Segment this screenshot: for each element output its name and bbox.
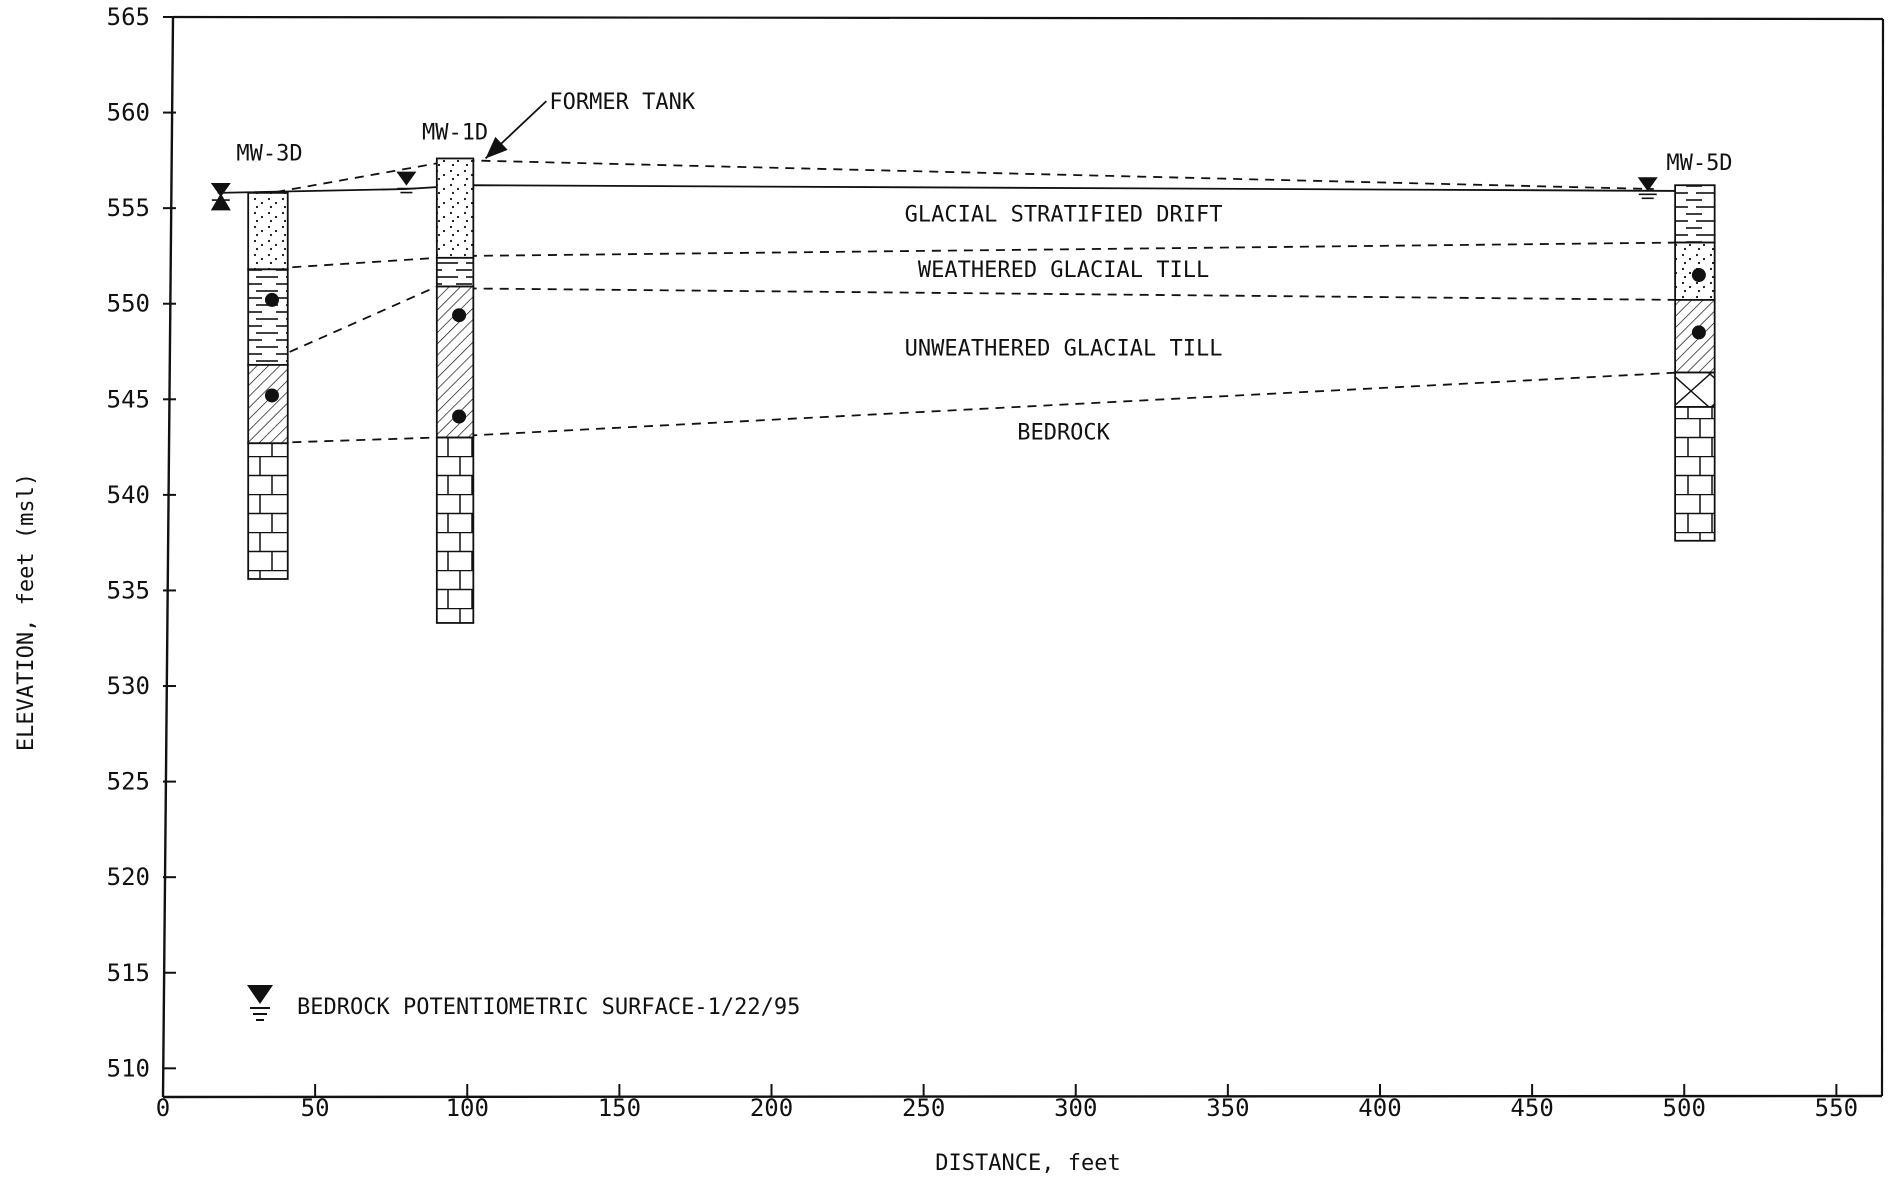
well-segment-dash: [247, 268, 289, 366]
well-segment-dash: [435, 256, 475, 288]
well-mw-3d: MW-3D: [210, 141, 303, 580]
x-tick-label-550: 550: [1815, 1094, 1858, 1122]
unit-label-3: BEDROCK: [1017, 420, 1110, 445]
y-tick-label-560: 560: [107, 99, 150, 127]
y-tick-label-550: 550: [107, 290, 150, 318]
well-mw-1d: MW-1D: [396, 120, 488, 624]
y-tick-label-565: 565: [107, 3, 150, 31]
well-segment-brick: [435, 436, 475, 624]
y-tick-label-555: 555: [107, 194, 150, 222]
sample-point: [1691, 325, 1706, 340]
head-marker-icon: [210, 193, 231, 211]
x-tick-label-500: 500: [1663, 1094, 1706, 1122]
x-axis-ticks: 0 50 100 150 200 250 300 350 400 450 500 550: [156, 1084, 1858, 1122]
x-tick-label-250: 250: [902, 1094, 945, 1122]
y-tick-label-530: 530: [107, 672, 150, 700]
former-tank-annotation: FORMER TANK: [484, 90, 696, 160]
unit-label-1: WEATHERED GLACIAL TILL: [918, 258, 1209, 283]
x-tick-label-300: 300: [1054, 1094, 1097, 1122]
y-tick-label-525: 525: [107, 768, 150, 796]
sample-point: [264, 388, 279, 403]
legend-water-level-icon: [247, 985, 273, 1021]
x-tick-label-450: 450: [1510, 1094, 1553, 1122]
x-tick-label-200: 200: [750, 1094, 793, 1122]
well-segment-brick: [1674, 406, 1716, 542]
legend-label: BEDROCK POTENTIOMETRIC SURFACE-1/22/95: [297, 995, 800, 1020]
y-tick-label-510: 510: [107, 1054, 150, 1082]
monitoring-wells: MW-3D MW-1D MW-5D: [210, 120, 1733, 624]
well-label: MW-3D: [236, 141, 302, 166]
well-mw-5d: MW-5D: [1637, 151, 1733, 542]
well-segment-sand: [247, 191, 289, 271]
y-tick-label-545: 545: [107, 385, 150, 413]
annotation-label: FORMER TANK: [549, 90, 695, 115]
x-tick-label-350: 350: [1206, 1094, 1249, 1122]
x-tick-label-50: 50: [301, 1094, 330, 1122]
sample-point: [452, 409, 467, 424]
sample-point: [1691, 268, 1706, 283]
y-axis-title: ELEVATION, feet (msl): [14, 473, 39, 751]
sample-point: [264, 292, 279, 307]
frame-right: [1880, 18, 1885, 1097]
y-axis-line: [161, 16, 175, 1098]
unit-labels: GLACIAL STRATIFIED DRIFT WEATHERED GLACIA…: [905, 203, 1223, 446]
y-tick-label-515: 515: [107, 959, 150, 987]
legend: BEDROCK POTENTIOMETRIC SURFACE-1/22/95: [247, 985, 800, 1021]
x-axis-line: [162, 1094, 1883, 1099]
well-segment-sand: [435, 157, 475, 259]
sample-point: [452, 308, 467, 323]
y-tick-label-535: 535: [107, 576, 150, 604]
x-tick-label-0: 0: [156, 1094, 170, 1122]
x-tick-label-100: 100: [446, 1094, 489, 1122]
x-tick-label-150: 150: [598, 1094, 641, 1122]
x-tick-label-400: 400: [1358, 1094, 1401, 1122]
contact-till-bedrock: [260, 371, 1679, 445]
x-axis-title: DISTANCE, feet: [935, 1151, 1120, 1176]
frame-top: [172, 15, 1884, 21]
plot-frame: [161, 15, 1885, 1099]
y-axis-ticks: 510 515 520 525 530 535 540 545 550 555 560 565: [107, 3, 176, 1082]
arrow-head-icon: [485, 136, 508, 159]
water-level-icon: [1637, 177, 1658, 200]
unit-label-0: GLACIAL STRATIFIED DRIFT: [905, 203, 1223, 228]
well-segment-hatch: [247, 363, 289, 445]
well-segment-dash: [1674, 184, 1716, 244]
well-label: MW-5D: [1666, 151, 1732, 176]
well-segment-brick: [247, 442, 289, 580]
water-level-icon: [396, 171, 417, 194]
well-segment-cross: [1674, 371, 1716, 408]
well-label: MW-1D: [422, 120, 488, 145]
unit-label-2: UNWEATHERED GLACIAL TILL: [905, 336, 1223, 361]
y-tick-label-520: 520: [107, 863, 150, 891]
y-tick-label-540: 540: [107, 481, 150, 509]
